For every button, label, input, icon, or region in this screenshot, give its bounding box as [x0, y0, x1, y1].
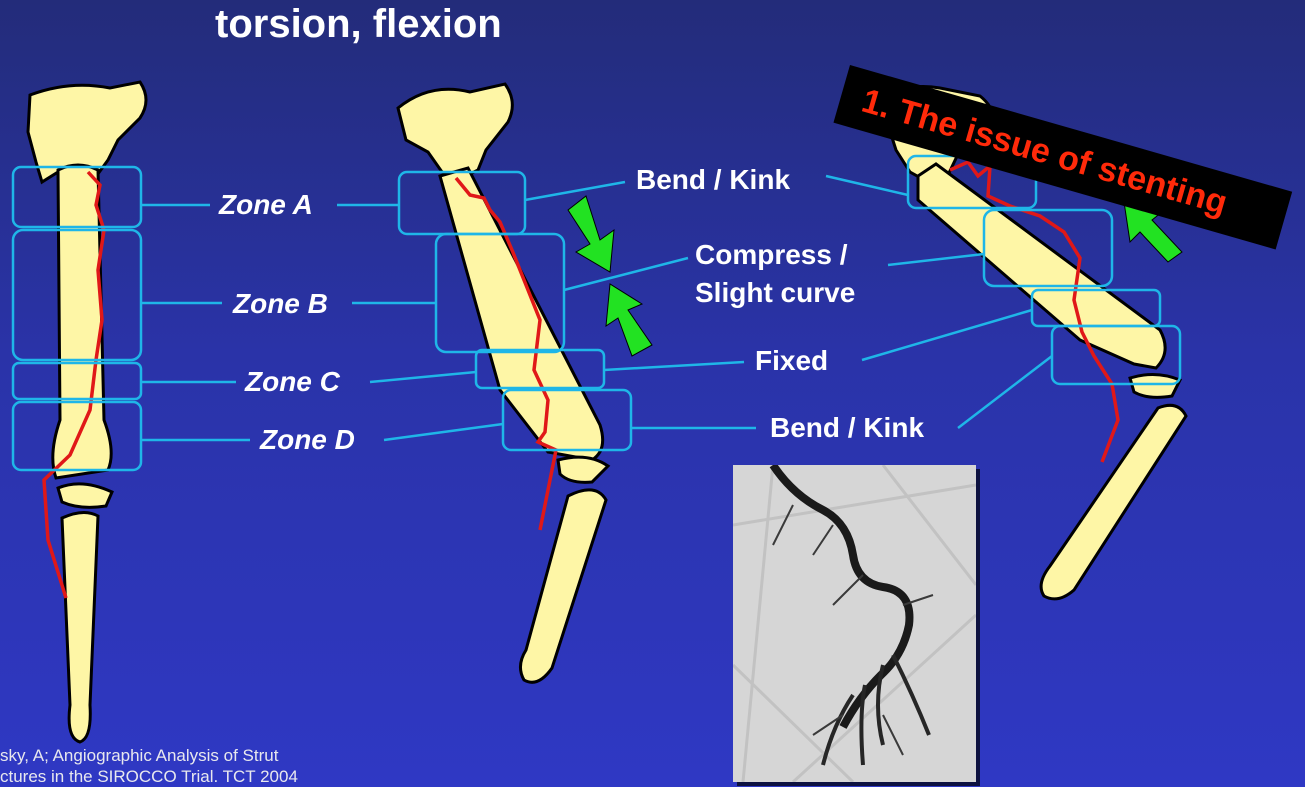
connector-bend-top	[525, 182, 625, 200]
patella	[58, 484, 112, 508]
connector-zone-c	[370, 372, 476, 382]
compress-arrow-icon	[606, 284, 652, 356]
tibia	[62, 512, 98, 742]
patella	[1130, 374, 1180, 397]
bend-kink-bottom-label: Bend / Kink	[770, 414, 924, 442]
zone-b-label: Zone B	[233, 290, 328, 318]
zone-a-label: Zone A	[219, 191, 313, 219]
zone-c-label: Zone C	[245, 368, 340, 396]
connector-bend-top	[826, 176, 908, 195]
fixed-label: Fixed	[755, 347, 828, 375]
bend-kink-top-label: Bend / Kink	[636, 166, 790, 194]
compress-label: Compress / Slight curve	[695, 236, 855, 312]
connector-fixed	[862, 310, 1032, 360]
connector-compress	[564, 258, 688, 290]
connector-compress	[888, 254, 984, 265]
angiogram-image	[733, 465, 976, 782]
femur-head	[398, 84, 512, 178]
citation: sky, A; Angiographic Analysis of Strut c…	[0, 745, 460, 787]
tibia	[520, 490, 606, 682]
zone-connectors	[141, 205, 503, 440]
leg-flexed	[398, 84, 652, 682]
connector-fixed	[604, 362, 744, 370]
patella	[558, 457, 608, 482]
leg-straight	[13, 82, 146, 742]
compress-arrow-icon	[568, 196, 614, 272]
connector-zone-d	[384, 424, 503, 440]
zone-d-label: Zone D	[260, 426, 355, 454]
connector-bend-bottom	[958, 356, 1052, 428]
slide-title: torsion, flexion	[215, 2, 502, 47]
